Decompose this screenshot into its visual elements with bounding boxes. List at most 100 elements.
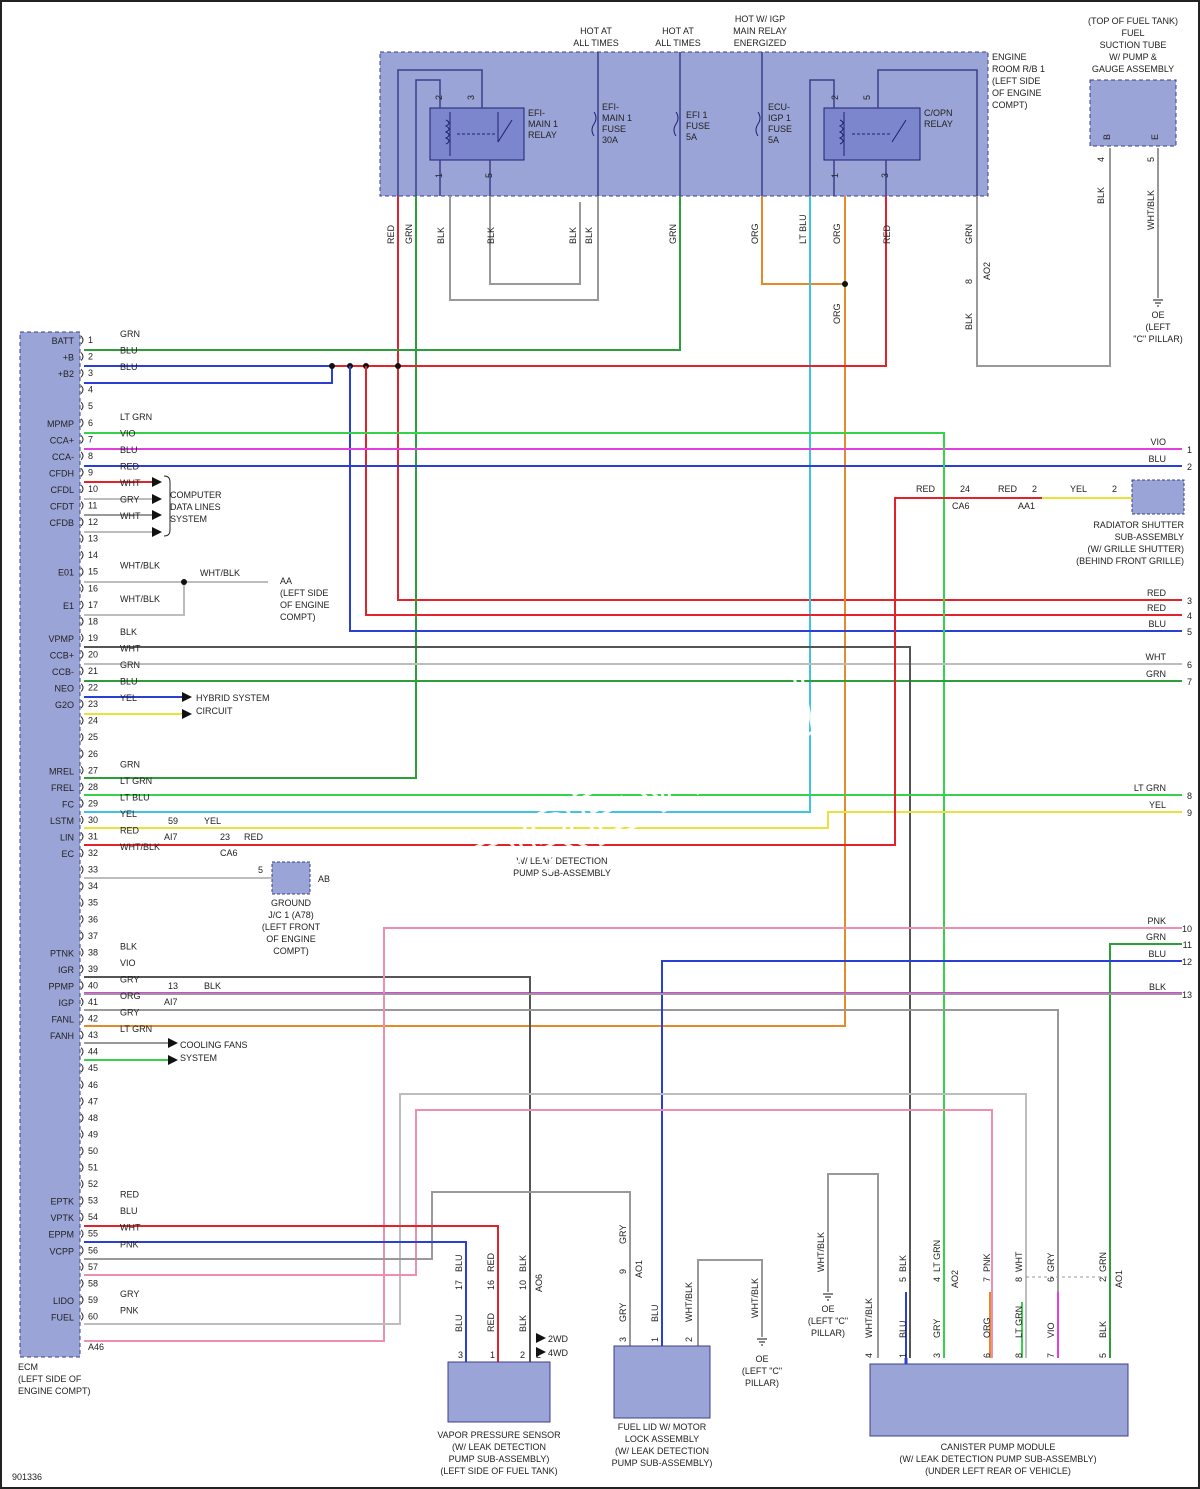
ecm-pin-number: 43	[88, 1030, 98, 1040]
ecm-pin-label: LSTM	[50, 816, 74, 826]
ecm-pin-label: CFDB	[50, 518, 75, 528]
ground-aa-label: OF ENGINE	[280, 600, 330, 610]
right-edge-number: 7	[1187, 677, 1192, 687]
ecm-wire-color: LT BLU	[120, 792, 150, 802]
wire-color: RED	[998, 484, 1018, 494]
ecm-pin-label: +B2	[58, 369, 74, 379]
vapor-sensor-title: (LEFT SIDE OF FUEL TANK)	[440, 1466, 557, 1476]
connector-pin: 59	[168, 816, 178, 826]
ecm-pin-tick	[80, 914, 84, 924]
wire-blu-b2	[84, 366, 333, 384]
hot-w-igp-label: HOT W/ IGP	[735, 14, 785, 24]
splice-dot	[395, 363, 401, 369]
ecm-pin-number: 42	[88, 1014, 98, 1024]
ecm-pin-tick	[80, 1047, 84, 1057]
wire-color: WHT/BLK	[816, 1232, 826, 1272]
ecm-pin-number: 34	[88, 881, 98, 891]
connector-pin: 7	[1046, 1353, 1056, 1358]
connector-pin: 23	[220, 832, 230, 842]
right-edge-color: YEL	[1149, 800, 1166, 810]
ecm-pin-label: BATT	[52, 336, 75, 346]
ecm-pin-tick	[80, 832, 84, 841]
ecm-wire-color: WHT	[120, 478, 141, 488]
label-2wd: 2WD	[548, 1334, 569, 1344]
ground-icon	[823, 1293, 833, 1301]
ecm-pin-tick	[80, 799, 84, 808]
wire-red-b	[84, 196, 887, 367]
wire-color: BLU	[454, 1314, 464, 1332]
ecm-title: ECM	[18, 1362, 38, 1372]
ecm-pin-tick	[80, 1295, 84, 1305]
ecm-pin-number: 5	[88, 401, 93, 411]
wire-red-4	[365, 366, 1182, 616]
right-edge-number: 12	[1182, 957, 1192, 967]
connector-id: AB	[318, 874, 330, 884]
wire-color: BLK	[898, 1255, 908, 1272]
right-edge-number: 6	[1187, 660, 1192, 670]
hot-w-igp-label: MAIN RELAY	[733, 26, 787, 36]
vapor-pressure-sensor	[447, 1361, 551, 1423]
ground-aa-label: COMPT)	[280, 612, 316, 622]
right-edge-number: 13	[1182, 990, 1192, 1000]
ecm-pin-label: VPMP	[48, 634, 74, 644]
ecm-pin-tick	[80, 567, 84, 577]
ecm-pin-number: 8	[88, 451, 93, 461]
ecm-pin-tick	[80, 434, 84, 444]
ecm-pin-label: VPTK	[50, 1213, 74, 1223]
ecm-pin-number: 50	[88, 1146, 98, 1156]
ecm-pin-tick	[80, 765, 84, 775]
ecm-pin-number: 58	[88, 1278, 98, 1288]
wire-color: ORG	[982, 1317, 992, 1338]
relay-drop-color: BLK	[568, 227, 578, 244]
wire-color: WHT/BLK	[684, 1282, 694, 1322]
ecm-pin-label: FANL	[51, 1015, 74, 1025]
relay-drop-color: GRN	[964, 224, 974, 244]
ecm-pin-number: 18	[88, 616, 98, 626]
wire-red-3	[397, 196, 1182, 601]
ecm-pin-number: 60	[88, 1311, 98, 1321]
right-edge-color: PNK	[1147, 916, 1166, 926]
leak-detection-label: PUMP SUB-ASSEMBLY	[513, 868, 611, 878]
ecm-pin-label: MREL	[49, 766, 74, 776]
ecm-pin-tick	[80, 848, 84, 858]
connector-pin: 8	[1014, 1353, 1024, 1358]
ecm-wire-color: BLU	[120, 346, 138, 356]
ground-icon	[757, 1338, 767, 1346]
connector-id: AO1	[1114, 1270, 1124, 1288]
fuel-lid-title: PUMP SUB-ASSEMBLY)	[612, 1458, 713, 1468]
ecm-wire-color: PNK	[120, 1239, 139, 1249]
ecm-pin-number: 44	[88, 1047, 98, 1057]
canister-title: CANISTER PUMP MODULE	[941, 1442, 1056, 1452]
connector-pin: 1	[898, 1353, 908, 1358]
relay-drop-color: BLK	[436, 227, 446, 244]
hot-at-all-times-label: HOT AT	[580, 26, 612, 36]
connector-id: AO2	[982, 262, 992, 280]
text-layer: BATT+B+B2MPMPCCA+CCA-CFDHCFDLCFDTCFDBE01…	[12, 14, 1192, 1482]
canister-title: (UNDER LEFT REAR OF VEHICLE)	[925, 1466, 1071, 1476]
ecm-block	[19, 331, 81, 1358]
ecm-pin-tick	[80, 616, 84, 626]
ecm-pin-number: 19	[88, 633, 98, 643]
ecm-pin-tick	[80, 550, 84, 560]
ecm-pin-number: 38	[88, 947, 98, 957]
splice-dot	[329, 363, 335, 369]
ecm-pin-number: 59	[88, 1295, 98, 1305]
ecm-pin-label: CFDH	[49, 468, 74, 478]
wire-whtblk-e1	[84, 582, 185, 616]
ecm-pin-number: 25	[88, 732, 98, 742]
ecm-pin-label: LIN	[60, 833, 74, 843]
ecm-pin-label: VCPP	[49, 1246, 74, 1256]
radiator-shutter-label: RADIATOR SHUTTER	[1093, 520, 1184, 530]
ecm-pin-label: IGR	[58, 965, 75, 975]
right-edge-number: 5	[1187, 627, 1192, 637]
ecm-pin-tick	[80, 401, 84, 411]
right-edge-color: GRN	[1146, 932, 1166, 942]
wire-color: LT GRN	[1014, 1306, 1024, 1338]
fuel-tank-label: (TOP OF FUEL TANK)	[1088, 16, 1178, 26]
connector-id: AO2	[950, 1270, 960, 1288]
ground-aa-label: (LEFT SIDE	[280, 588, 328, 598]
ecm-wire-color: BLK	[120, 941, 137, 951]
ecm-pin-tick	[80, 501, 84, 510]
ecm-wire-color: GRY	[120, 495, 139, 505]
ecm-pin-tick	[80, 981, 84, 990]
